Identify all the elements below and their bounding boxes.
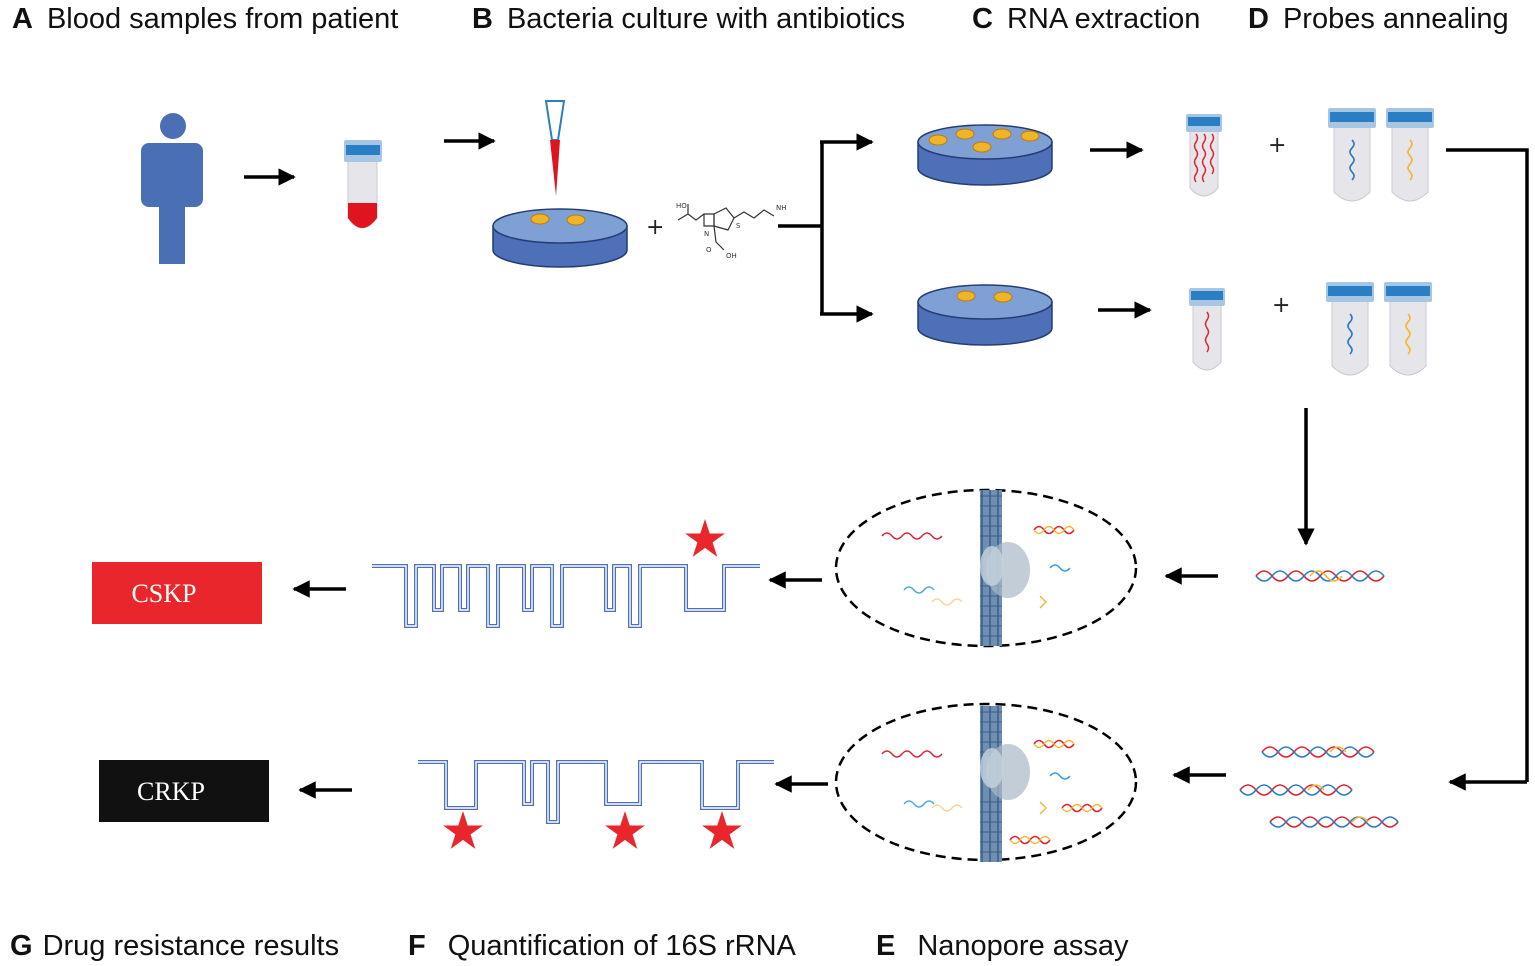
star-marker-bottom-2 bbox=[605, 811, 645, 849]
right-connector bbox=[1446, 148, 1529, 791]
nanopore-bottom-icon bbox=[834, 702, 1138, 862]
star-marker-top bbox=[685, 519, 725, 557]
chem-label-o: O bbox=[706, 246, 712, 254]
chem-label-ho: HO bbox=[676, 202, 687, 210]
rna-tube-bottom-icon bbox=[1189, 288, 1225, 371]
plus-sign-bottom: + bbox=[1272, 293, 1290, 318]
star-marker-bottom-3 bbox=[702, 811, 742, 849]
branch-connector bbox=[778, 133, 874, 323]
chem-label-oh: OH bbox=[726, 252, 737, 260]
star-marker-bottom-1 bbox=[443, 811, 483, 849]
probe-tube-yellow-bottom-icon bbox=[1384, 282, 1432, 376]
pipette-icon bbox=[544, 100, 566, 196]
hybrid-helix-single-icon bbox=[1255, 570, 1385, 582]
plus-sign-top: + bbox=[1268, 133, 1286, 158]
probe-tube-yellow-top-icon bbox=[1386, 108, 1434, 202]
blood-tube-icon bbox=[344, 140, 382, 229]
patient-icon bbox=[141, 113, 203, 264]
hybrid-helix-multi-icon bbox=[1239, 746, 1399, 828]
nanopore-top-icon bbox=[834, 488, 1138, 648]
chem-label-s: S bbox=[736, 222, 741, 230]
probe-tube-blue-top-icon bbox=[1328, 108, 1376, 202]
result-box-crkp bbox=[99, 760, 269, 822]
current-trace-top bbox=[372, 564, 760, 628]
result-label-cskp: CSKP bbox=[131, 579, 196, 608]
plus-sign-antibiotic: + bbox=[646, 215, 664, 240]
antibiotic-structure-icon bbox=[677, 204, 775, 251]
result-box-cskp bbox=[92, 562, 262, 624]
chem-label-n: N bbox=[704, 230, 709, 238]
dish-many-colonies-icon bbox=[917, 124, 1053, 186]
probe-tube-blue-bottom-icon bbox=[1326, 282, 1374, 376]
result-label-crkp: CRKP bbox=[137, 777, 205, 806]
rna-tube-top-icon bbox=[1186, 114, 1222, 197]
culture-dish-icon bbox=[492, 208, 628, 268]
chem-label-nh: NH bbox=[776, 204, 787, 212]
dish-few-colonies-icon bbox=[917, 284, 1053, 346]
current-trace-bottom bbox=[418, 760, 774, 824]
